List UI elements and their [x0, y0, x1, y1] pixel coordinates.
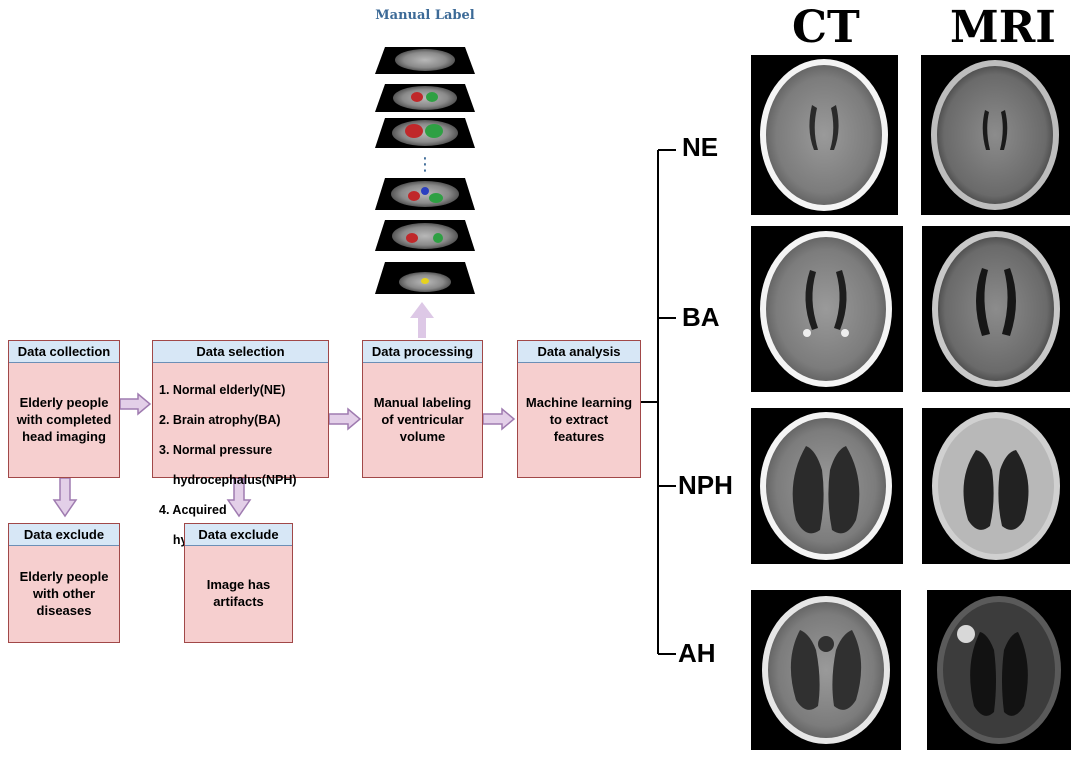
box-body: Machine learning to extract features [525, 394, 633, 444]
box-body: Manual labeling of ventricular volume [373, 394, 472, 444]
box-body: Image has artifacts [206, 577, 271, 609]
ct-scan-icon [751, 55, 898, 215]
box-title: Data exclude [185, 524, 292, 546]
class-label-ah: AH [678, 638, 716, 668]
mri-scan-icon [922, 226, 1070, 392]
box-title: Data exclude [9, 524, 119, 546]
data-processing-box: Data processing Manual labeling of ventr… [362, 340, 483, 478]
selection-item: 1. Normal elderly(NE) [159, 383, 286, 397]
mri-scan-icon [922, 408, 1070, 564]
brain-slice-icon [375, 178, 475, 210]
ct-column-header: CT [792, 2, 860, 53]
selection-item: 3. Normal pressure [159, 443, 273, 457]
ellipsis: ⋮ [416, 154, 434, 175]
class-label-ne: NE [682, 132, 719, 162]
arrow-right-icon [119, 392, 152, 416]
arrow-right-icon [328, 407, 362, 431]
mri-column-header: MRI [950, 2, 1056, 53]
brain-slice-icon [375, 220, 475, 251]
box-body: Elderly people with other diseases [19, 568, 109, 618]
brain-slice-icon [375, 262, 475, 294]
data-analysis-box: Data analysis Machine learning to extrac… [517, 340, 641, 478]
brain-slice-icon [375, 118, 475, 148]
mri-scan-icon [921, 55, 1070, 215]
class-bracket [641, 149, 676, 655]
class-label-nph: NPH [678, 470, 733, 500]
box-body: Elderly people with completed head imagi… [16, 394, 112, 444]
arrow-down-icon [226, 477, 252, 518]
box-title: Data processing [363, 341, 482, 363]
brain-slice-icon [375, 84, 475, 112]
mri-scan-icon [927, 590, 1071, 750]
data-collection-box: Data collection Elderly people with comp… [8, 340, 120, 478]
data-exclude-box-1: Data exclude Elderly people with other d… [8, 523, 120, 643]
data-exclude-box-2: Data exclude Image has artifacts [184, 523, 293, 643]
ct-scan-icon [751, 226, 903, 392]
box-title: Data selection [153, 341, 328, 363]
box-title: Data collection [9, 341, 119, 363]
selection-item: hydrocephalus(NPH) [159, 473, 297, 487]
box-title: Data analysis [518, 341, 640, 363]
arrow-down-icon [52, 477, 78, 518]
brain-slice-icon [375, 47, 475, 74]
selection-item: 2. Brain atrophy(BA) [159, 413, 281, 427]
data-selection-box: Data selection 1. Normal elderly(NE) 2. … [152, 340, 329, 547]
manual-label-title: Manual Label [375, 8, 475, 23]
ct-scan-icon [751, 408, 903, 564]
class-label-ba: BA [682, 302, 720, 332]
arrow-up-icon [410, 302, 434, 338]
arrow-right-icon [482, 407, 516, 431]
selection-item: 4. Acquired [159, 503, 227, 517]
ct-scan-icon [751, 590, 901, 750]
